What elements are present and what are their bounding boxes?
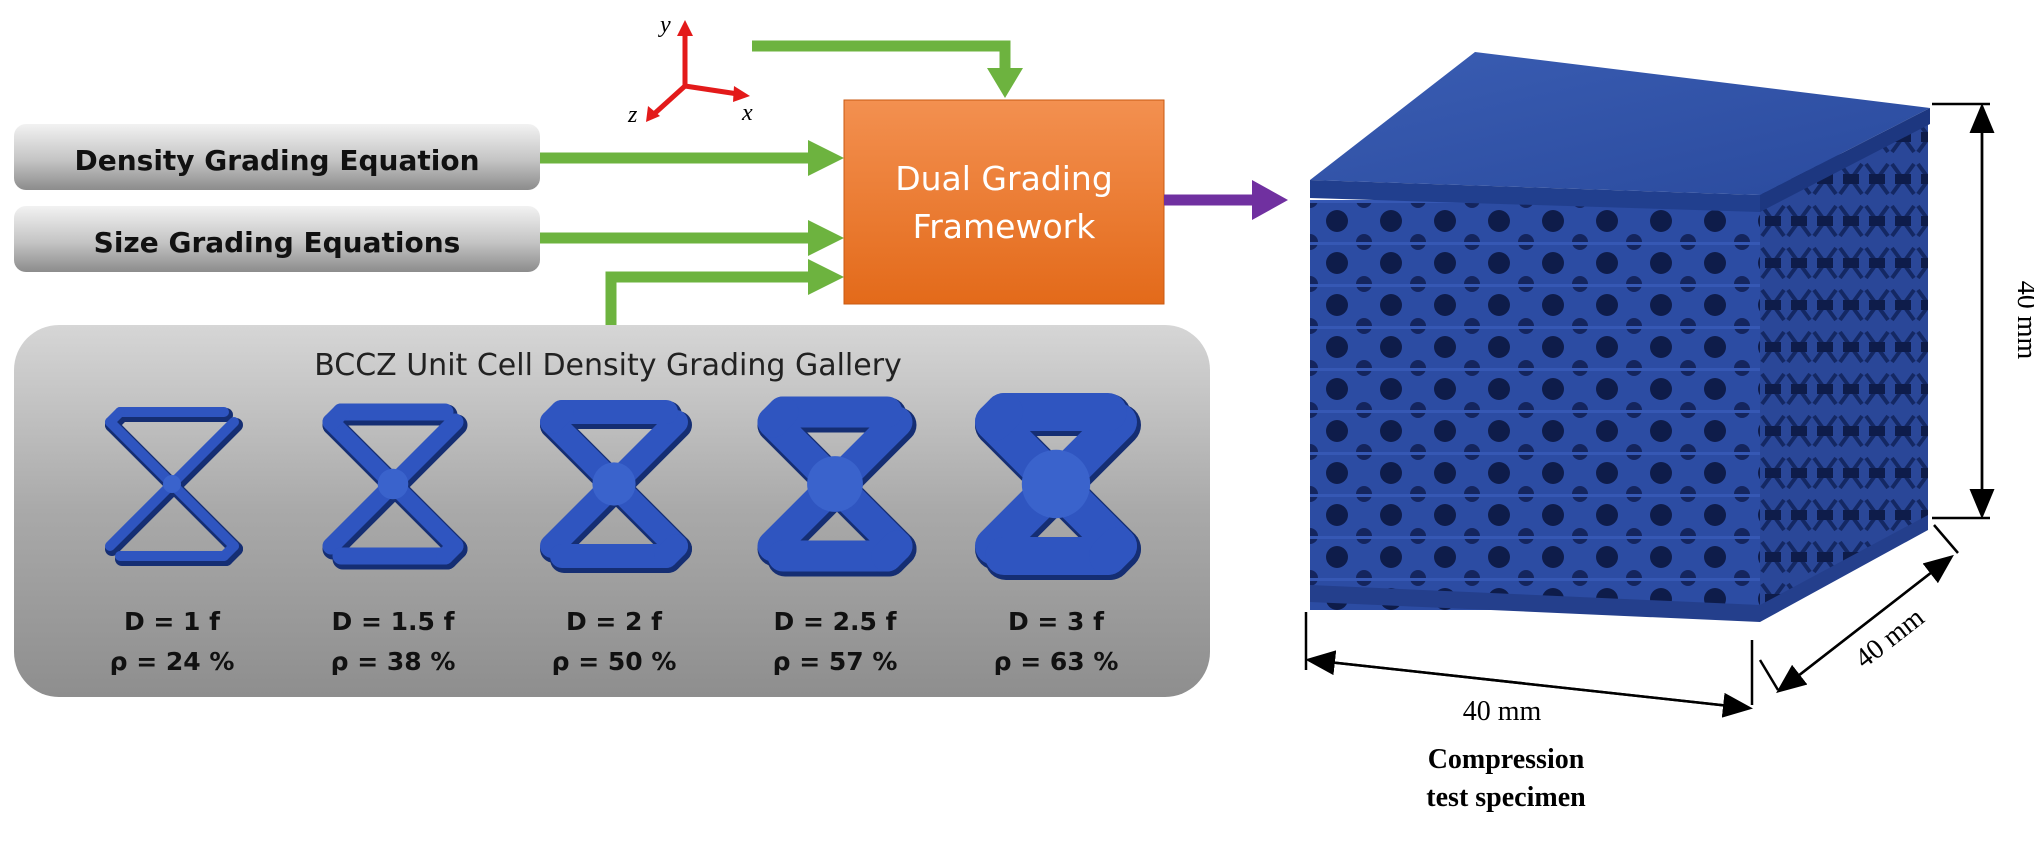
framework-line2: Framework [913, 207, 1097, 246]
density-grading-equation-box: Density Grading Equation [14, 124, 540, 190]
unit-cell: D = 2 f ρ = 50 % [540, 400, 692, 676]
cell-diameter-label: D = 1 f [124, 607, 221, 636]
specimen-caption-line1: Compression [1428, 744, 1585, 775]
axis-z-label: z [627, 102, 638, 128]
gallery-to-framework-arrow [605, 271, 812, 325]
cell-diameter-label: D = 3 f [1008, 607, 1105, 636]
cell-diameter-label: D = 2.5 f [774, 607, 898, 636]
input-arrowheads [808, 68, 1023, 295]
unit-cell-list: D = 1 f ρ = 24 % D = 1.5 f ρ = 38 % D = 2 f ρ… [105, 393, 1141, 676]
specimen-side-face [1760, 120, 1928, 610]
input-arrows [540, 40, 1011, 325]
specimen-top-plate [1310, 52, 1930, 195]
unit-cell: D = 2.5 f ρ = 57 % [757, 396, 917, 676]
density-grading-label: Density Grading Equation [74, 144, 479, 177]
unit-cell: D = 1.5 f ρ = 38 % [322, 403, 468, 676]
cell-diameter-label: D = 1.5 f [332, 607, 456, 636]
specimen-caption-line2: test specimen [1426, 782, 1586, 813]
framework-line1: Dual Grading [895, 159, 1113, 198]
unit-cell-gallery-panel: BCCZ Unit Cell Density Grading Gallery D… [14, 325, 1210, 697]
axes-to-framework-arrow [752, 40, 1011, 72]
unit-cell: D = 3 f ρ = 63 % [975, 393, 1141, 676]
cell-density-label: ρ = 57 % [773, 647, 898, 676]
specimen-front-face [1310, 200, 1760, 610]
cell-density-label: ρ = 50 % [552, 647, 677, 676]
cell-density-label: ρ = 63 % [994, 647, 1119, 676]
unit-cell: D = 1 f ρ = 24 % [105, 407, 243, 676]
cell-density-label: ρ = 24 % [110, 647, 235, 676]
height-dimension-label: 40 mm [2011, 281, 2034, 360]
compression-specimen [1310, 52, 1930, 622]
cell-density-label: ρ = 38 % [331, 647, 456, 676]
axis-x-label: x [741, 100, 753, 126]
depth-dimension-label: 40 mm [1849, 602, 1930, 675]
axis-y-label: y [658, 12, 671, 38]
size-grading-label: Size Grading Equations [94, 226, 461, 259]
output-arrow [1164, 180, 1288, 220]
cell-diameter-label: D = 2 f [566, 607, 663, 636]
width-dimension-label: 40 mm [1463, 696, 1542, 727]
coordinate-axes: y x z [627, 12, 753, 128]
dual-grading-framework-box: Dual Grading Framework [843, 99, 1165, 305]
size-grading-equations-box: Size Grading Equations [14, 206, 540, 272]
gallery-title: BCCZ Unit Cell Density Grading Gallery [314, 348, 902, 383]
specimen-dimensions [1304, 102, 1995, 718]
